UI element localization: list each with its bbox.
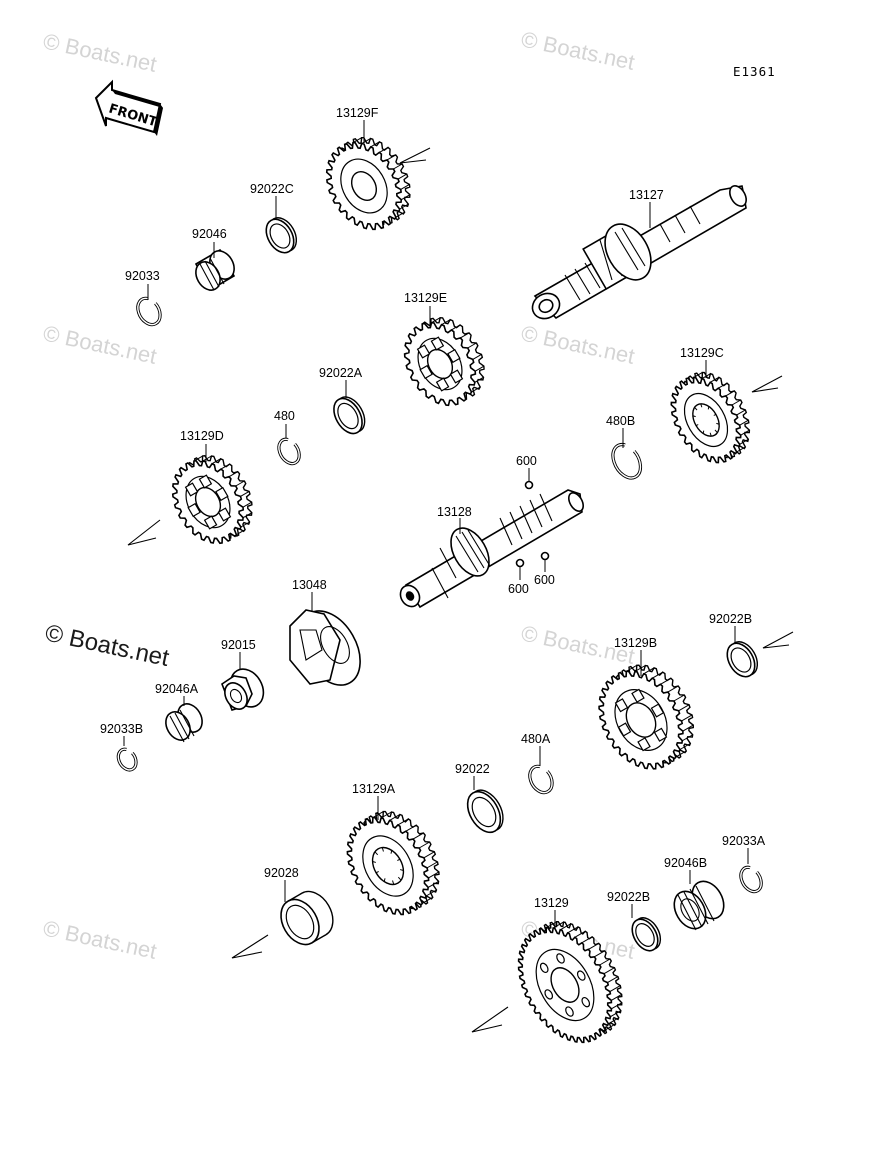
leader-lines [123, 120, 749, 930]
part-label: 13129 [534, 896, 569, 910]
part-label: 92028 [264, 866, 299, 880]
part-label: 13129A [352, 782, 396, 796]
balls-600 [515, 468, 550, 580]
collar-92015 [221, 668, 265, 711]
gear-13129c [670, 371, 751, 464]
arrow-icon [762, 631, 794, 649]
part-label: 92022C [250, 182, 294, 196]
part-label: 600 [516, 454, 537, 468]
gear-13129a [346, 810, 440, 916]
circlip-92033a [739, 865, 763, 894]
watermark: © Boats.net [519, 320, 637, 368]
part-label: 600 [534, 573, 555, 587]
part-label: 13128 [437, 505, 472, 519]
part-label: 13129F [336, 106, 379, 120]
part-label: 13129D [180, 429, 224, 443]
front-arrow-icon: FRONT [94, 79, 163, 136]
arrow-icon [399, 147, 431, 164]
part-label: 92046A [155, 682, 199, 696]
part-label: 92033B [100, 722, 143, 736]
circlip-480a [528, 764, 554, 795]
part-label: 92015 [221, 638, 256, 652]
bearing-92046b [673, 880, 725, 931]
washer-92022c [265, 217, 298, 254]
circlip-480b [611, 442, 643, 480]
circlip-92033b [116, 747, 138, 772]
gears [171, 137, 751, 1044]
washer-92022b-top [726, 641, 759, 678]
watermark-strong: © Boats.net [43, 619, 172, 672]
gear-13129e [403, 316, 485, 407]
washer-92022 [466, 789, 504, 834]
part-label: 92022B [607, 890, 650, 904]
washers-and-clips [116, 217, 763, 952]
gear-13129 [517, 920, 623, 1044]
part-label: 92022 [455, 762, 490, 776]
circlip-92033 [136, 296, 162, 327]
arrow-icon [751, 375, 783, 393]
part-label: 13129E [404, 291, 447, 305]
part-labels: 13129F 92022C 92046 92033 13127 13129E 9… [100, 106, 766, 910]
bearing-92046a [165, 703, 203, 743]
part-label: 600 [508, 582, 529, 596]
part-label: 92046 [192, 227, 227, 241]
part-label: 92022A [319, 366, 363, 380]
arrow-icon [127, 519, 161, 546]
part-label: 92033 [125, 269, 160, 283]
part-label: 92022B [709, 612, 752, 626]
watermark: © Boats.net [519, 26, 637, 74]
bushing-92028 [280, 890, 334, 946]
part-label: 13129C [680, 346, 724, 360]
circlip-480 [277, 437, 301, 466]
diagram-code: E1361 [733, 64, 776, 79]
gear-13129b [598, 664, 694, 770]
part-label: 13048 [292, 578, 327, 592]
arrow-icon [231, 934, 269, 959]
part-label: 13129B [614, 636, 657, 650]
shift-drum-13048 [289, 609, 361, 686]
gear-13129d [171, 454, 253, 545]
washer-92022a [333, 396, 366, 435]
washer-92022b-bottom [631, 917, 662, 952]
part-label: 480B [606, 414, 635, 428]
watermark: © Boats.net [41, 28, 159, 76]
arrow-icon [471, 1006, 509, 1033]
part-label: 13127 [629, 188, 664, 202]
part-label: 480A [521, 732, 551, 746]
part-label: 92046B [664, 856, 707, 870]
watermark: © Boats.net [41, 320, 159, 368]
gear-13129f [325, 137, 411, 231]
bearing-92046 [194, 248, 236, 292]
part-label: 480 [274, 409, 295, 423]
shaft-13128 [399, 489, 585, 609]
part-label: 92033A [722, 834, 766, 848]
direction-arrows [127, 147, 794, 1033]
watermark: © Boats.net [41, 915, 159, 963]
shaft-13127 [531, 185, 747, 320]
